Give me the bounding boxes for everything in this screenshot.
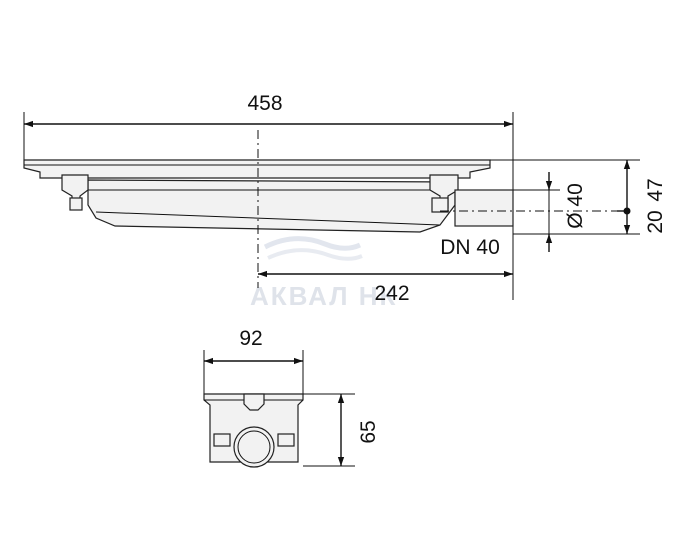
watermark: АКВАЛ НК [250, 236, 397, 311]
dim-outlet-diameter: Ø 40 [564, 183, 587, 229]
dim-outlet-height: 20 [644, 210, 667, 233]
dim-section-height: 65 [357, 420, 380, 443]
channel-body [87, 179, 456, 233]
channel-top-plate [23, 159, 491, 179]
outlet-pipe [454, 189, 514, 227]
dim-overall-length: 458 [247, 92, 282, 115]
dim-outlet-nominal: DN 40 [440, 236, 500, 259]
side-view [23, 112, 640, 300]
watermark-text: АКВАЛ НК [250, 281, 397, 311]
dim-section-width: 92 [239, 327, 262, 350]
section-outlet-pipe [233, 426, 275, 468]
dim-outlet-offset: 242 [374, 282, 409, 305]
dim-total-height: 47 [644, 178, 667, 201]
cross-section-view [203, 350, 355, 468]
